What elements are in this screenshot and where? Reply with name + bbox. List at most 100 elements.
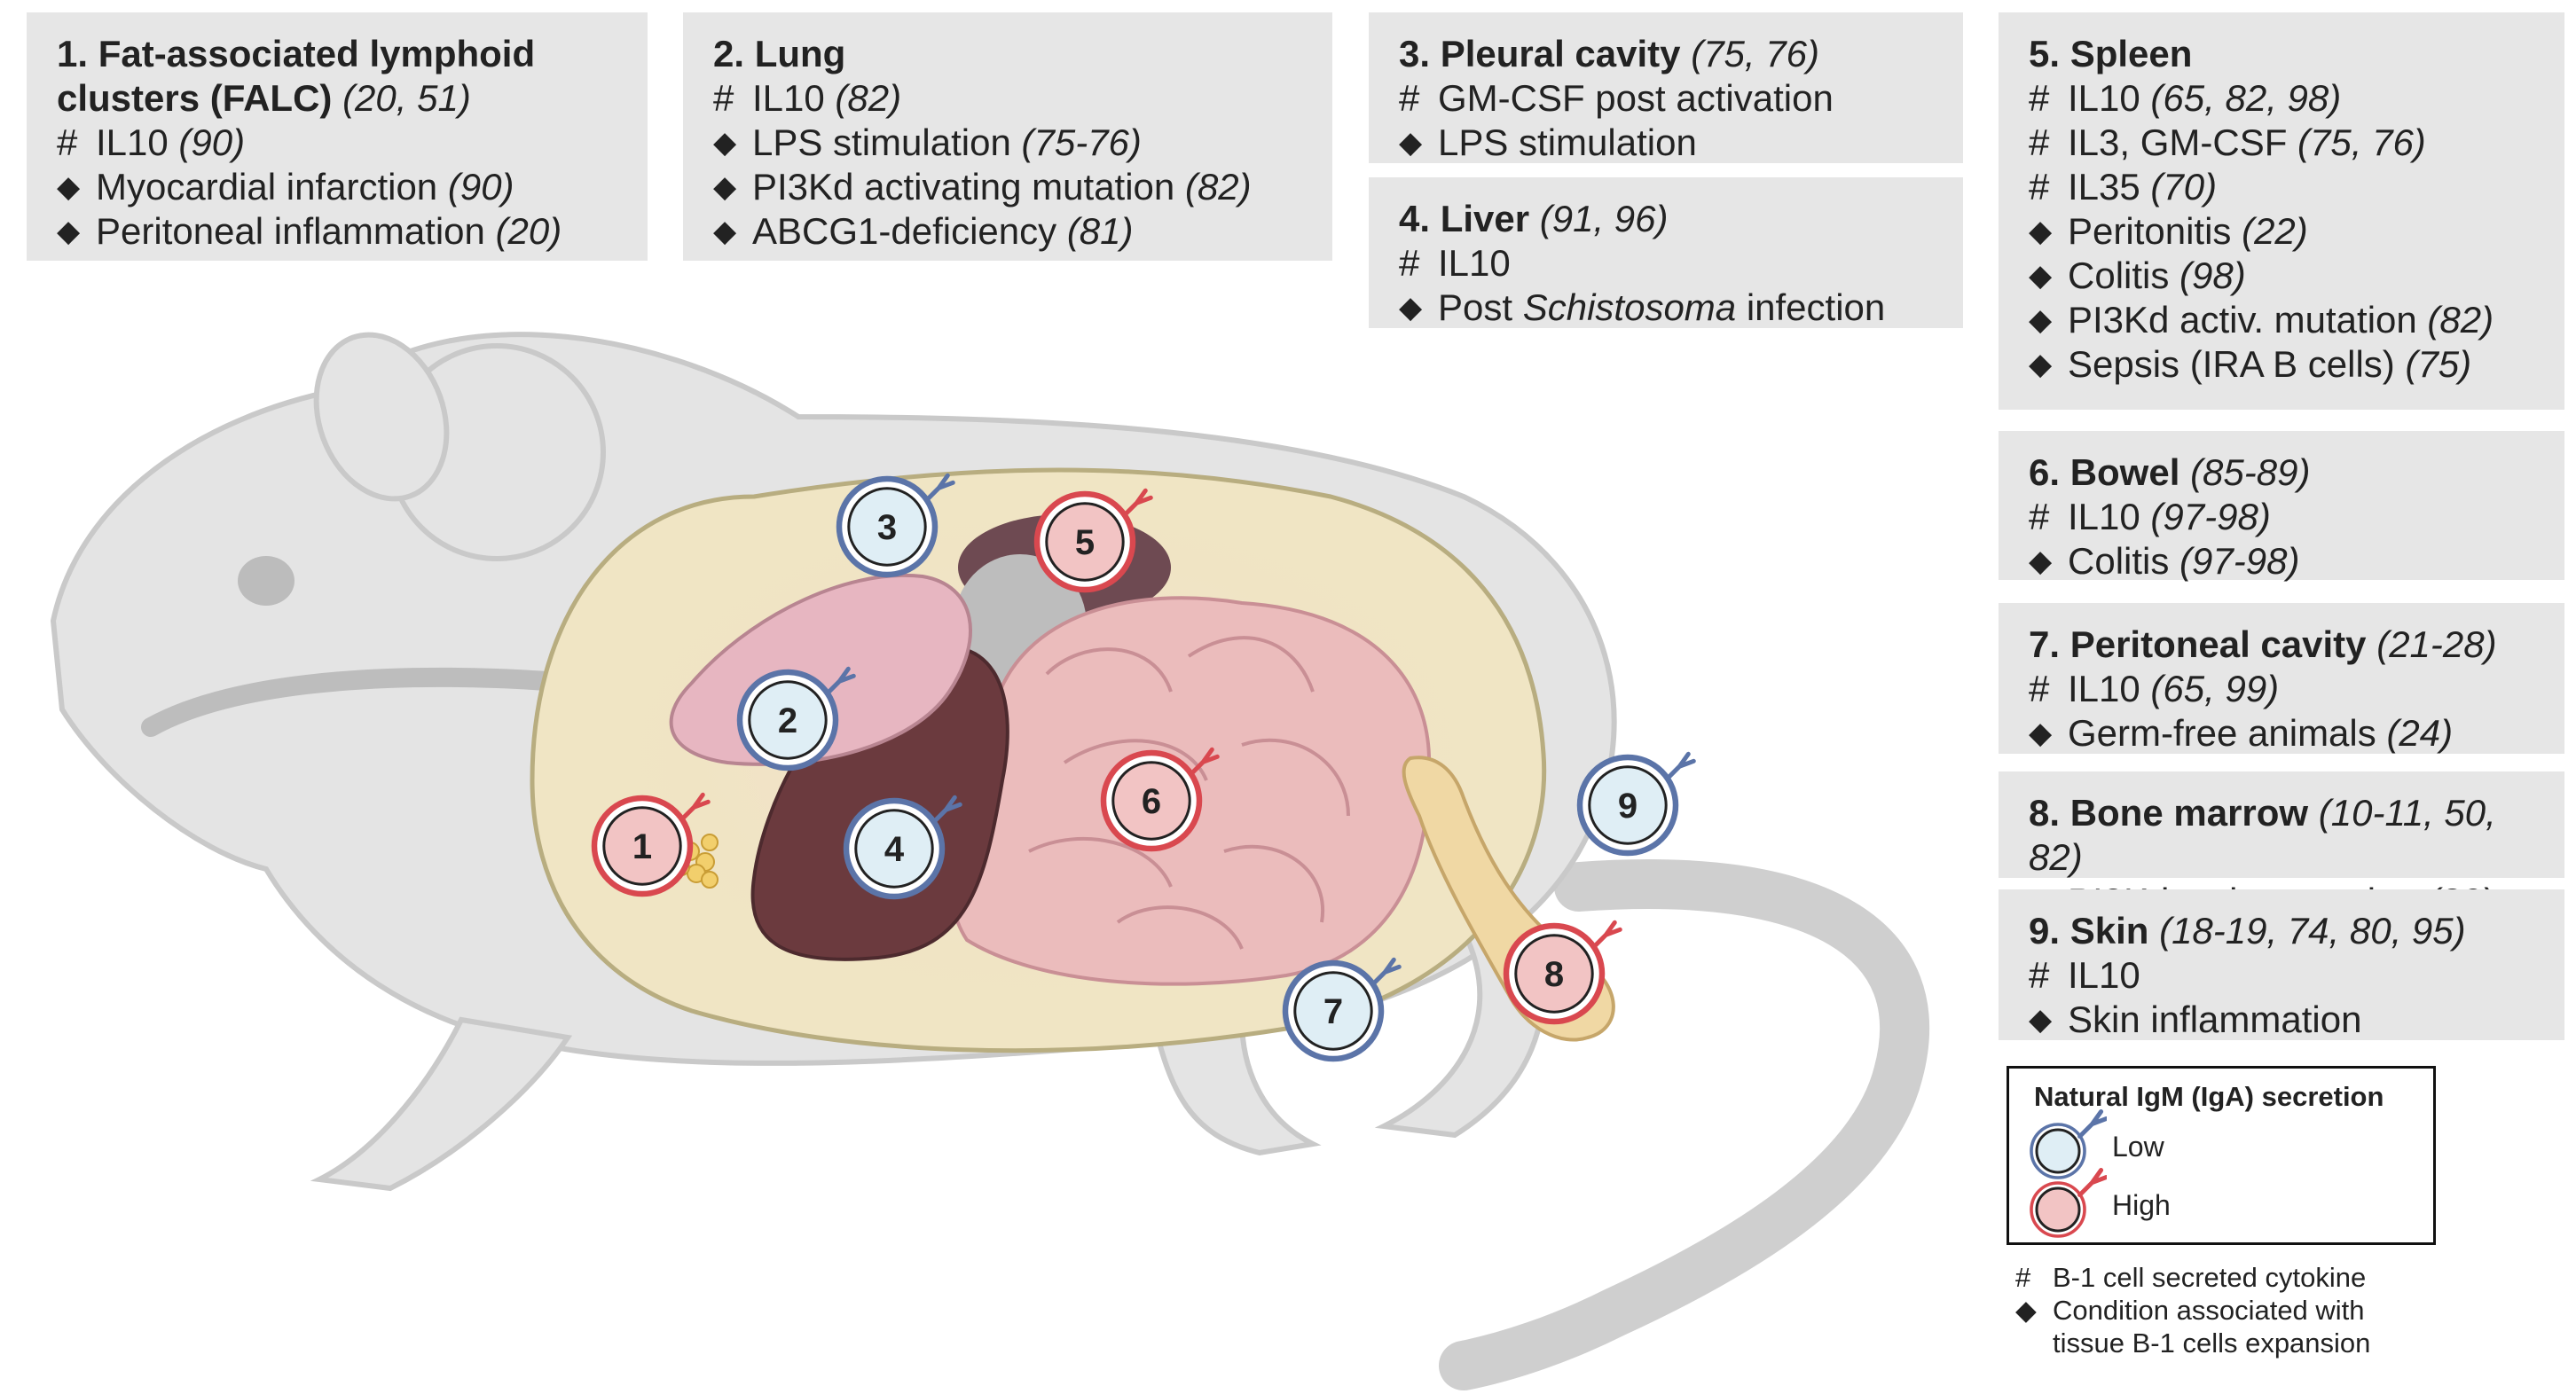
- box-line: ◆Peritonitis (22): [2029, 209, 2534, 254]
- box-title-text: 5. Spleen: [2029, 33, 2193, 74]
- box-line-text: Colitis (97-98): [2068, 539, 2299, 583]
- diamond-symbol: ◆: [2029, 1003, 2053, 1037]
- cell-body: [847, 487, 927, 567]
- hash-symbol: #: [1399, 77, 1420, 119]
- antibody-icon: [1590, 920, 1622, 950]
- mouse-eye: [238, 556, 295, 606]
- box-line-text: IL10 (65, 82, 98): [2068, 76, 2341, 121]
- box-line-text: PI3Kd activ. mutation (82): [2068, 298, 2494, 342]
- hash-symbol: #: [2029, 496, 2050, 537]
- antibody-icon: [1370, 957, 1402, 987]
- cell-body: [602, 806, 682, 886]
- cell-body: [1514, 934, 1594, 1014]
- box-line-text: IL10: [2068, 953, 2140, 998]
- cell-body: [1045, 502, 1125, 582]
- bowel-info-box: 6. Bowel (85-89)#IL10 (97-98)◆Colitis (9…: [1999, 431, 2564, 583]
- box-line: ◆Myocardial infarction (90): [57, 165, 617, 209]
- box-line-text: IL10 (97-98): [2068, 495, 2271, 539]
- box-line-text-italic: Schistosoma: [1522, 286, 1737, 328]
- box-line-text: Peritonitis (22): [2068, 209, 2308, 254]
- box-title: 7. Peritoneal cavity (21-28): [2029, 623, 2534, 667]
- cell-marker-5: 5: [1033, 488, 1153, 593]
- box-line-text: Sepsis (IRA B cells) (75): [2068, 342, 2471, 387]
- cell-body: [854, 809, 934, 889]
- diamond-symbol: ◆: [2029, 259, 2053, 293]
- box-line-text: IL10: [1438, 241, 1511, 286]
- box-title: 9. Skin (18-19, 74, 80, 95): [2029, 909, 2534, 953]
- footnote-diamond-symbol: ◆: [2015, 1295, 2037, 1326]
- cell-marker-3: 3: [836, 473, 955, 578]
- cell-marker-number: 3: [877, 508, 897, 547]
- box-line-refs: (81): [1066, 210, 1134, 252]
- legend-low-label: Low: [2112, 1131, 2164, 1163]
- box-line-label: IL10: [96, 121, 169, 163]
- cell-marker-number: 1: [632, 827, 652, 866]
- box-line: ◆PI3Kd activ. mutation (82): [2029, 298, 2534, 342]
- secretion-legend: Natural IgM (IgA) secretion Low High: [2007, 1066, 2436, 1245]
- box-title-refs: (21-28): [2376, 623, 2497, 665]
- box-title: 8. Bone marrow (10-11, 50, 82): [2029, 791, 2534, 880]
- hash-symbol: #: [57, 121, 78, 163]
- legend-title: Natural IgM (IgA) secretion: [2034, 1081, 2384, 1112]
- box-line: # IL10 (97-98): [2029, 495, 2534, 539]
- box-title-refs: (85-89): [2190, 451, 2311, 493]
- box-line: #GM-CSF post activation: [1399, 76, 1933, 121]
- box-line-label: IL10: [2068, 668, 2140, 709]
- cell-body: [1111, 761, 1191, 841]
- box-line-refs: (90): [447, 166, 514, 208]
- cell-marker-7: 7: [1282, 957, 1402, 1062]
- box-title-refs: (18-19, 74, 80, 95): [2159, 910, 2466, 952]
- footnote-diamond-text-2: tissue B-1 cells expansion: [2053, 1327, 2371, 1359]
- box-line: # IL10 (90): [57, 121, 617, 165]
- legend-high-label: High: [2112, 1189, 2171, 1221]
- legend-low-symbol: [2030, 1109, 2107, 1179]
- box-line-text: IL10 (90): [96, 121, 245, 165]
- cell-body: [1588, 765, 1668, 845]
- box-line-text: IL10 (65, 99): [2068, 667, 2279, 711]
- box-line: ◆Sepsis (IRA B cells) (75): [2029, 342, 2534, 387]
- antibody-icon: [1664, 751, 1696, 781]
- cell-marker-2: 2: [736, 666, 856, 771]
- lung-info-box: 2. Lung#IL10 (82)◆LPS stimulation (75-76…: [683, 12, 1332, 261]
- box-line-refs: (22): [2242, 210, 2308, 252]
- cell-marker-number: 8: [1544, 955, 1564, 994]
- antibody-icon: [2077, 1168, 2107, 1197]
- box-line-label: IL35: [2068, 166, 2140, 208]
- cell-marker-high: [2030, 1168, 2107, 1238]
- box-line-label: IL10: [2068, 954, 2140, 996]
- cell-marker-8: 8: [1503, 920, 1622, 1025]
- liver-info-box: 4. Liver (91, 96)#IL10◆Post Schistosoma …: [1369, 177, 1963, 328]
- antibody-icon: [931, 795, 962, 825]
- box-line-refs: (75, 76): [2297, 121, 2426, 163]
- cell-body: [748, 680, 828, 760]
- box-line-text: LPS stimulation: [1438, 121, 1697, 165]
- box-line-text-post: infection: [1736, 286, 1886, 328]
- box-line-text: Post Schistosoma infection: [1438, 286, 1885, 330]
- footnote-hash: #B-1 cell secreted cytokine: [2015, 1261, 2366, 1294]
- box-line: ◆Post Schistosoma infection: [1399, 286, 1933, 330]
- cell-marker-number: 9: [1618, 787, 1637, 826]
- box-title-refs: (75, 76): [1691, 33, 1819, 74]
- box-line-label: IL10: [752, 77, 825, 119]
- box-line-refs: (82): [2427, 299, 2494, 341]
- box-line-label: Colitis: [2068, 540, 2170, 582]
- box-line-refs: (65, 82, 98): [2150, 77, 2342, 119]
- diamond-symbol: ◆: [57, 170, 81, 204]
- box-line-refs: (98): [2179, 255, 2246, 296]
- footnote-diamond-text-1: Condition associated with: [2053, 1295, 2365, 1326]
- skin-info-box: 9. Skin (18-19, 74, 80, 95)#IL10◆Skin in…: [1999, 889, 2564, 1040]
- box-line: ◆Colitis (98): [2029, 254, 2534, 298]
- box-line-label: PI3Kd activating mutation: [752, 166, 1175, 208]
- diamond-symbol: ◆: [2029, 544, 2053, 578]
- box-line: # IL10: [1399, 241, 1933, 286]
- box-line: #IL10 (65, 99): [2029, 667, 2534, 711]
- box-line-text: PI3Kd activating mutation (82): [752, 165, 1252, 209]
- hash-symbol: #: [1399, 242, 1420, 284]
- cell-marker-number: 7: [1323, 992, 1343, 1031]
- footnote-diamond: ◆ Condition associated with: [2015, 1294, 2365, 1327]
- cell-marker-number: 4: [884, 830, 905, 869]
- footnote-hash-text: B-1 cell secreted cytokine: [2053, 1262, 2367, 1293]
- box-line: ◆PI3Kd activating mutation (82): [713, 165, 1302, 209]
- box-line-refs: (24): [2386, 712, 2454, 754]
- diamond-symbol: ◆: [2029, 717, 2053, 750]
